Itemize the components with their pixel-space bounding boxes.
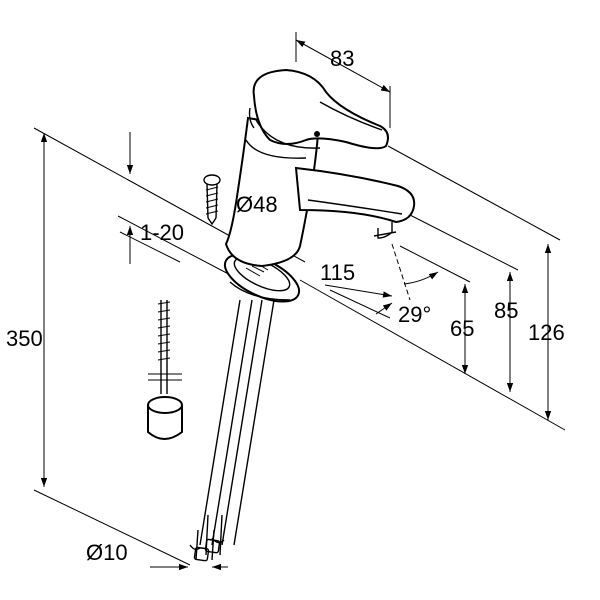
dim-angle-29: 29° [398, 302, 431, 327]
dim-350: 350 [6, 326, 43, 351]
dim-diameter-48: Ø48 [236, 192, 278, 217]
dim-85: 85 [494, 298, 518, 323]
dim-115: 115 [320, 260, 355, 285]
drain-rod-icon [148, 300, 182, 394]
dim-83: 83 [330, 46, 354, 71]
spout-icon [294, 166, 416, 239]
dim-126: 126 [528, 320, 565, 345]
supply-hose-icon [189, 299, 275, 562]
extension-lines [33, 32, 566, 566]
dim-diameter-10: Ø10 [86, 540, 128, 565]
lever-handle-icon [248, 68, 389, 150]
dim-65: 65 [450, 316, 474, 341]
dimension-labels: 83 Ø48 1-20 115 29° 350 65 85 126 Ø10 [6, 46, 565, 565]
dimension-arrows [40, 39, 552, 571]
weight-cylinder-icon [147, 396, 183, 440]
fixing-screw-icon [203, 174, 221, 226]
dim-range-1-20: 1-20 [140, 220, 184, 245]
